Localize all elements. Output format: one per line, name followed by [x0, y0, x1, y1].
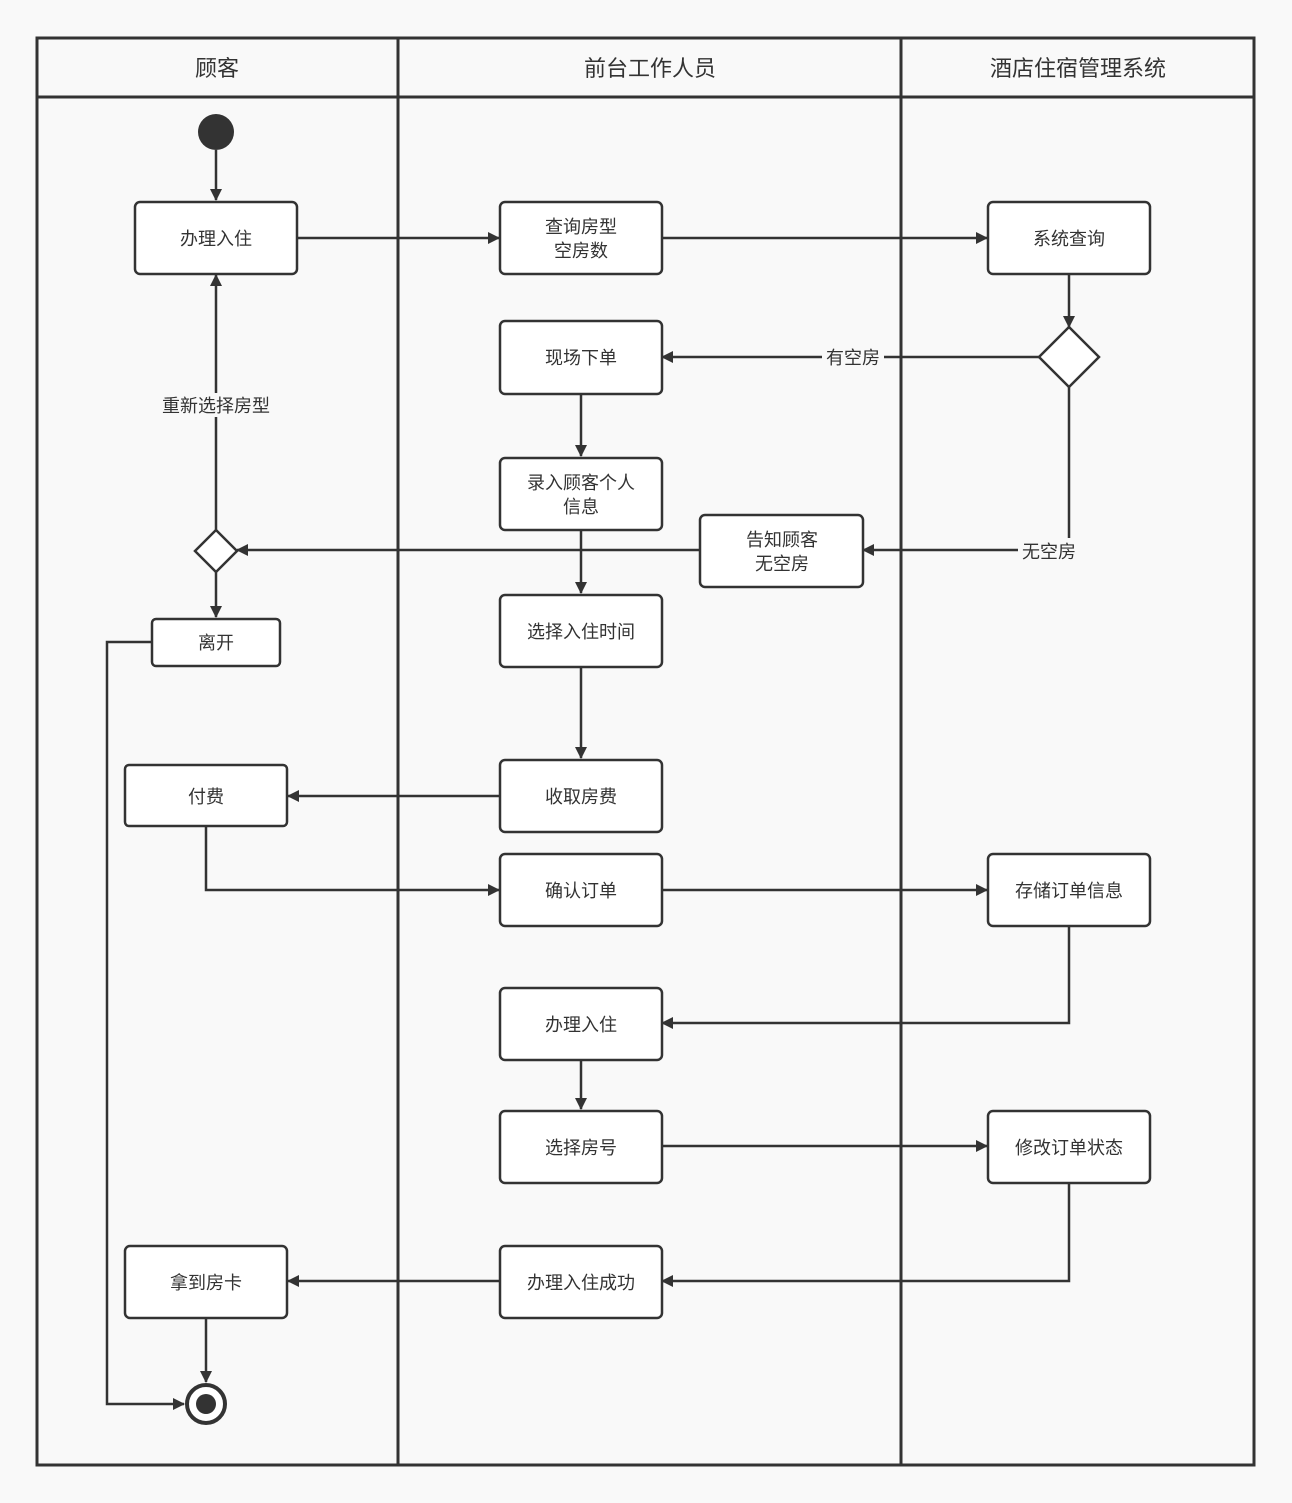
end-node: [185, 1383, 227, 1425]
activity-leave: 离开: [150, 617, 282, 668]
activity-query-room-line-1: 查询房型: [545, 217, 617, 238]
activity-checkin-customer-label: 办理入住: [180, 229, 252, 250]
activity-onsite-order: 现场下单: [498, 319, 664, 396]
activity-checkin-customer: 办理入住: [133, 200, 299, 276]
activity-enter-info-line-2: 信息: [563, 497, 599, 518]
activity-onsite-order-label: 现场下单: [545, 348, 617, 369]
lane-title-hotel-system: 酒店住宿管理系统: [990, 57, 1166, 82]
edge-leave-to-end: [105, 640, 185, 1410]
edge-label-no-room: 无空房: [1022, 542, 1076, 563]
edge-store-to-checkin: [661, 927, 1071, 1029]
edge-decision-to-notify: [862, 387, 1071, 556]
activity-get-card-label: 拿到房卡: [170, 1272, 242, 1294]
edge-label-reselect: 重新选择房型: [162, 396, 270, 417]
activity-system-query: 系统查询: [986, 200, 1152, 276]
activity-update-status-label: 修改订单状态: [1015, 1138, 1123, 1159]
activity-pay: 付费: [123, 763, 289, 828]
activity-pay-label: 付费: [188, 787, 224, 808]
activity-collect-fee-label: 收取房费: [545, 787, 617, 808]
edge-label-has-room: 有空房: [826, 348, 880, 369]
activity-choose-room-label: 选择房号: [545, 1138, 617, 1159]
activity-checkin-success-label: 办理入住成功: [527, 1273, 635, 1294]
activity-system-query-label: 系统查询: [1033, 229, 1105, 250]
activity-leave-label: 离开: [198, 633, 234, 654]
activity-choose-time-label: 选择入住时间: [527, 622, 635, 643]
activity-collect-fee: 收取房费: [498, 758, 664, 834]
activity-confirm-order: 确认订单: [498, 852, 664, 928]
activity-store-order: 存储订单信息: [986, 852, 1152, 928]
room-availability-decision: [1037, 325, 1101, 389]
activity-notify-no-room: 告知顾客 无空房: [698, 513, 865, 589]
swimlane-frame: [35, 36, 1256, 1467]
activity-query-room: 查询房型 空房数: [498, 200, 664, 276]
activity-enter-info-line-1: 录入顾客个人: [527, 473, 635, 494]
lane-title-front-desk: 前台工作人员: [584, 57, 716, 82]
activity-query-room-line-2: 空房数: [554, 241, 608, 262]
activity-choose-room: 选择房号: [498, 1109, 664, 1185]
activity-checkin-desk: 办理入住: [498, 986, 664, 1062]
activity-checkin-desk-label: 办理入住: [545, 1015, 617, 1036]
activity-enter-info: 录入顾客个人 信息: [498, 456, 664, 532]
edge-pay-to-confirm: [204, 826, 500, 896]
lane-title-customer: 顾客: [195, 57, 239, 82]
activity-store-order-label: 存储订单信息: [1015, 881, 1123, 902]
edge-status-to-success: [661, 1183, 1071, 1287]
customer-decision: [193, 528, 239, 574]
start-node: [198, 114, 234, 150]
activity-notify-no-room-line-2: 无空房: [755, 554, 809, 575]
activity-confirm-order-label: 确认订单: [545, 881, 617, 902]
activity-checkin-success: 办理入住成功: [498, 1244, 664, 1320]
activity-get-card: 拿到房卡: [123, 1244, 289, 1320]
activity-update-status: 修改订单状态: [986, 1109, 1152, 1185]
activity-notify-no-room-line-1: 告知顾客: [746, 530, 818, 551]
activity-choose-time: 选择入住时间: [498, 593, 664, 669]
